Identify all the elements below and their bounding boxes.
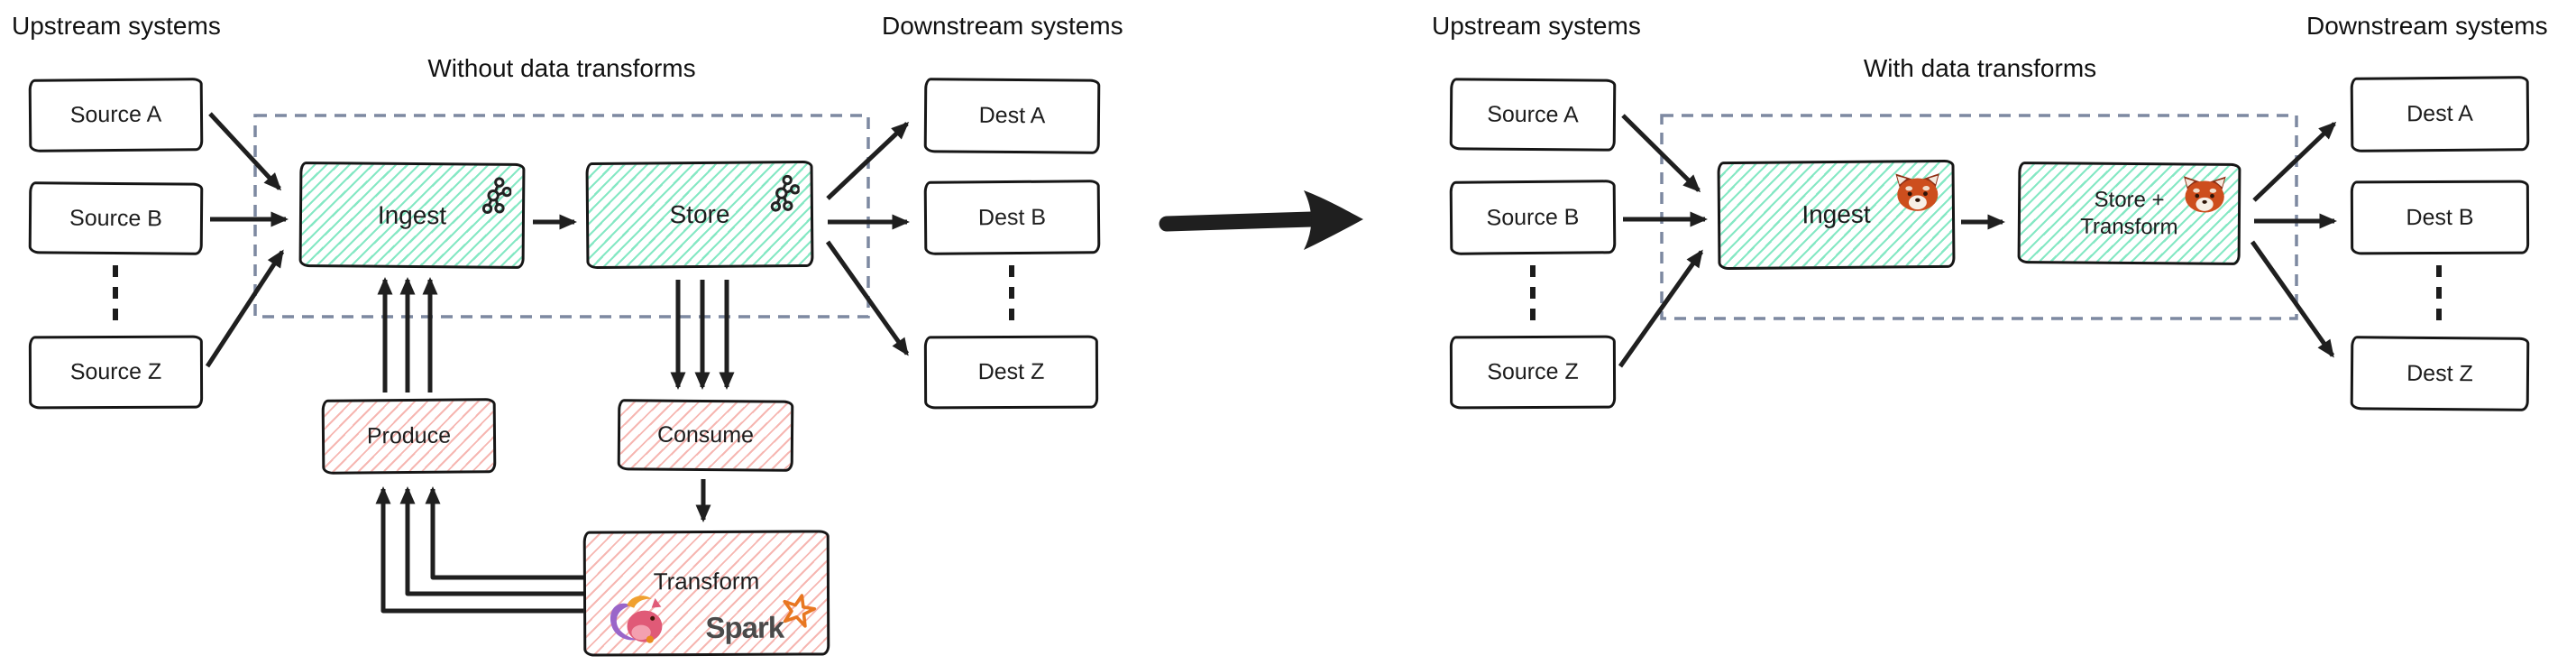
flink-squirrel-icon	[610, 596, 663, 643]
dest-a-label: Dest A	[2406, 100, 2473, 127]
source-a-box-left: Source A	[28, 78, 204, 152]
dest-z-box-left: Dest Z	[923, 335, 1099, 410]
dest-a-label: Dest A	[978, 102, 1046, 129]
right-downstream-label: Downstream systems	[2306, 12, 2548, 40]
right-diagram-title: With data transforms	[1863, 54, 2097, 82]
red-panda-icon	[2183, 176, 2226, 213]
source-b-label: Source B	[1486, 204, 1580, 230]
dest-z-label: Dest Z	[2406, 360, 2473, 386]
source-b-box-right: Source B	[1449, 180, 1617, 255]
ingest-label: Ingest	[377, 200, 447, 229]
spark-logo-text: Spark	[705, 610, 784, 645]
dest-b-label: Dest B	[977, 204, 1047, 230]
source-z-label: Source Z	[1487, 358, 1579, 385]
dest-a-box-left: Dest A	[923, 78, 1101, 154]
spark-logo: Spark	[705, 593, 817, 645]
produce-box: Produce	[321, 398, 497, 475]
store-transform-label: Store + Transform	[2080, 187, 2178, 239]
source-a-label: Source A	[69, 101, 162, 128]
left-upstream-label: Upstream systems	[12, 12, 221, 40]
produce-label: Produce	[366, 422, 452, 449]
consume-box: Consume	[617, 399, 794, 472]
dest-z-box-right: Dest Z	[2350, 336, 2530, 411]
dest-a-box-right: Dest A	[2350, 76, 2530, 152]
spark-star-icon	[783, 594, 817, 628]
left-diagram-title: Without data transforms	[427, 54, 696, 82]
source-a-box-right: Source A	[1449, 78, 1617, 152]
kafka-icon	[481, 177, 512, 214]
ingest-box-left: Ingest	[298, 162, 526, 269]
dest-b-label: Dest B	[2406, 204, 2474, 230]
red-panda-icon	[1895, 173, 1939, 211]
store-box-left: Store	[585, 160, 814, 270]
store-label: Store	[669, 199, 730, 229]
ingest-label: Ingest	[1801, 199, 1871, 229]
source-b-label: Source B	[69, 205, 163, 231]
dest-b-box-right: Dest B	[2350, 180, 2530, 255]
ingest-box-right: Ingest	[1717, 159, 1956, 271]
ellipsis-connectors	[113, 265, 2442, 328]
left-downstream-label: Downstream systems	[882, 12, 1123, 40]
source-z-label: Source Z	[69, 358, 162, 385]
source-b-box-left: Source B	[28, 181, 204, 255]
source-z-box-right: Source Z	[1449, 335, 1617, 410]
transform-box: Transform Spark	[582, 530, 830, 657]
dest-b-box-left: Dest B	[923, 180, 1101, 255]
dest-z-label: Dest Z	[977, 358, 1045, 385]
transition-arrow	[1159, 190, 1363, 250]
kafka-icon	[770, 174, 801, 212]
source-z-box-left: Source Z	[28, 335, 204, 410]
consume-label: Consume	[656, 421, 755, 448]
right-upstream-label: Upstream systems	[1432, 12, 1641, 40]
source-a-label: Source A	[1487, 101, 1579, 127]
store-transform-box: Store + Transform	[2017, 162, 2241, 265]
